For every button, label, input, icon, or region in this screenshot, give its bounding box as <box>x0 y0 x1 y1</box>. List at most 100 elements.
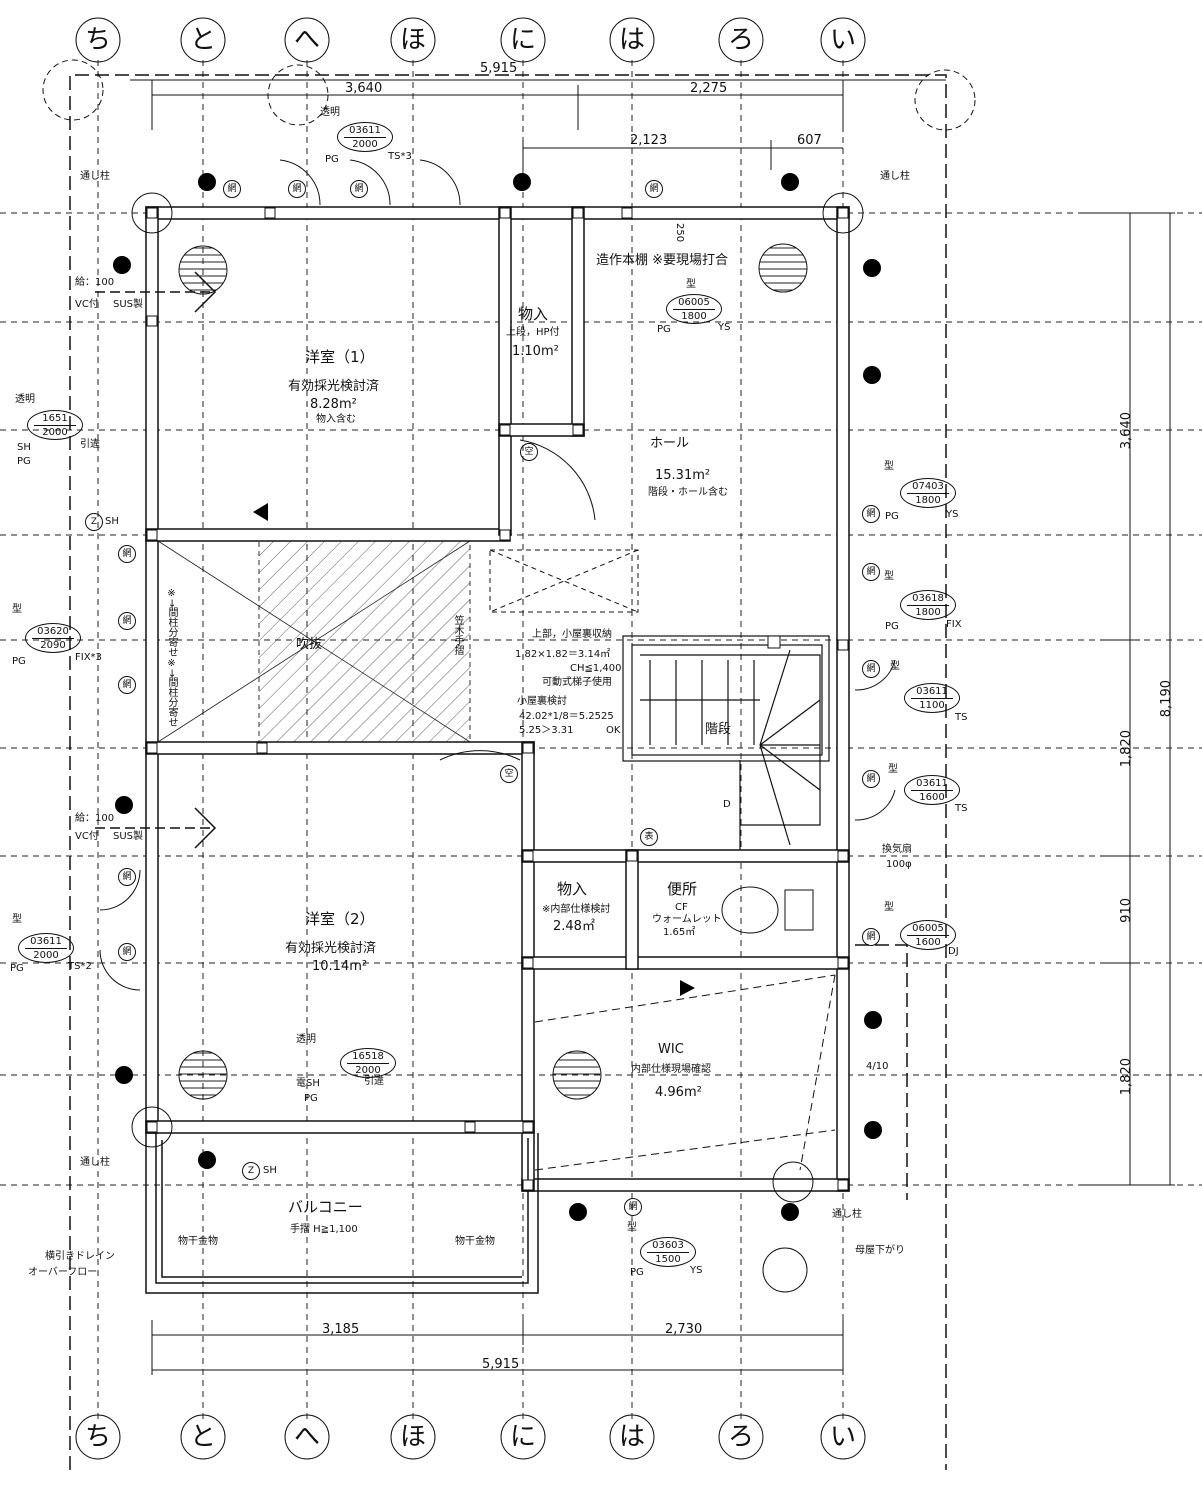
atrium-cross <box>157 540 471 743</box>
insect-screen-icon: 網 <box>624 1198 642 1216</box>
fan-size-label: 100φ <box>886 859 912 870</box>
room-wic-name: WIC <box>658 1042 684 1057</box>
window11-glass: 透明 <box>296 1034 316 1045</box>
window3-glass: 型 <box>686 279 696 290</box>
toilet-fixture <box>721 886 814 934</box>
window2-size: 2000 <box>42 427 68 438</box>
window5-size: 1800 <box>915 607 941 618</box>
sus-label-2: SUS製 <box>113 831 144 842</box>
window2-a: SH <box>17 442 31 453</box>
window7-glass: 型 <box>888 764 898 775</box>
footing-dots <box>113 173 882 1221</box>
room-closet2-area: 2.48㎡ <box>553 919 595 934</box>
window9-size: 2090 <box>40 640 66 651</box>
insect-screen-icon: 網 <box>862 505 880 523</box>
dim-top-left: 3,640 <box>345 81 383 96</box>
through-column-label-2: 通し柱 <box>880 171 910 182</box>
insect-screen-icon: 網 <box>862 660 880 678</box>
window10-glass: 型 <box>12 914 22 925</box>
attic-line-8: OK <box>606 725 621 736</box>
window6-a: TS <box>955 712 968 723</box>
window11-c: 引違 <box>364 1076 384 1087</box>
window1-b: TS*3 <box>388 151 412 162</box>
attic-line-1: 上部，小屋裏収納 <box>532 629 612 640</box>
room-wic-area: 4.96m² <box>655 1085 702 1100</box>
laundry-hardware-label-2: 物干金物 <box>455 1236 495 1247</box>
attic-line-2: 1.82×1.82＝3.14㎡ <box>515 649 611 660</box>
window9-b: FIX*3 <box>75 652 102 663</box>
drain-label: 横引きドレイン <box>45 1251 115 1262</box>
window2-b: PG <box>17 456 31 467</box>
room-western1-name: 洋室（1） <box>305 348 375 366</box>
window4-b: YS <box>946 509 959 520</box>
roof-drains <box>178 243 808 1100</box>
insect-screen-icon: 網 <box>645 180 663 198</box>
window1-code: 03611 <box>344 124 386 138</box>
attic-line-4: 可動式梯子使用 <box>542 677 612 688</box>
insect-screen-icon: 網 <box>118 676 136 694</box>
axis-label-to-bottom: と <box>189 1422 216 1452</box>
front-door-mark: 表 <box>640 828 658 846</box>
through-column-label-1: 通し柱 <box>80 171 110 182</box>
window1-size: 2000 <box>352 139 378 150</box>
empty-door-mark: 空 <box>520 443 538 461</box>
window10-code: 03611 <box>25 935 67 949</box>
room-western1-area: 8.28m² <box>310 397 357 412</box>
dim-right-total: 8,190 <box>1159 680 1174 718</box>
axis-label-i: い <box>829 25 856 55</box>
window6-glass: 型 <box>890 661 900 672</box>
window3-b: YS <box>718 322 731 333</box>
window8-size: 1600 <box>915 937 941 948</box>
window11-b: PG <box>304 1093 318 1104</box>
wic-slope-lines <box>534 974 836 1171</box>
window3-code: 06005 <box>673 296 715 310</box>
stud-shift-note-1: ※→間柱分寄せ <box>166 588 177 658</box>
room-closet1-note: 上段，HP付 <box>506 327 560 338</box>
window3-a: PG <box>657 324 671 335</box>
window8-code: 06005 <box>907 922 949 936</box>
z-mark: Z <box>85 513 103 531</box>
window1-a: PG <box>325 154 339 165</box>
door-swings <box>99 159 896 991</box>
window12-a: PG <box>630 1267 644 1278</box>
room-balcony-note: 手摺 H≧1,100 <box>290 1224 358 1235</box>
axis-bubbles <box>75 17 866 1460</box>
axis-label-chi-bottom: ち <box>84 1422 111 1452</box>
axis-label-ro-bottom: ろ <box>727 1422 754 1452</box>
window10-b: TS*2 <box>68 961 92 972</box>
window4-glass: 型 <box>884 461 894 472</box>
dimension-lines <box>130 79 1175 1375</box>
sh-label: SH <box>105 516 119 527</box>
room-toilet-floor: CF <box>675 902 688 913</box>
window12-b: YS <box>690 1265 703 1276</box>
stairs-label: 階段 <box>705 722 732 737</box>
window5-glass: 型 <box>884 571 894 582</box>
insect-screen-icon: 網 <box>350 180 368 198</box>
window7-size: 1600 <box>919 792 945 803</box>
room-western1-sub: 物入含む <box>316 414 356 425</box>
window4-code: 07403 <box>907 480 949 494</box>
axis-label-ho-bottom: ほ <box>399 1422 426 1452</box>
axis-label-he-bottom: へ <box>293 1422 320 1452</box>
attic-line-3: CH≦1,400 <box>570 663 622 674</box>
window9-code: 03620 <box>32 625 74 639</box>
window12-size: 1500 <box>655 1254 681 1265</box>
room-closet1-name: 物入 <box>518 305 549 323</box>
room-hall-area: 15.31m² <box>655 468 711 483</box>
window6-code: 03611 <box>911 685 953 699</box>
dim-right-2: 1,820 <box>1119 730 1134 768</box>
room-closet1-area: 1.10m² <box>512 344 559 359</box>
window12-code: 03603 <box>647 1239 689 1253</box>
sh-label: SH <box>263 1165 277 1176</box>
insect-screen-icon: 網 <box>288 180 306 198</box>
attic-line-5: 小屋裏検討 <box>517 696 567 707</box>
dim-shelf-depth: 250 <box>674 223 685 243</box>
dim-top-right: 2,275 <box>690 81 728 96</box>
room-balcony-name: バルコニー <box>288 1198 363 1216</box>
window6-size: 1100 <box>919 700 945 711</box>
room-western2-name: 洋室（2） <box>305 910 375 928</box>
